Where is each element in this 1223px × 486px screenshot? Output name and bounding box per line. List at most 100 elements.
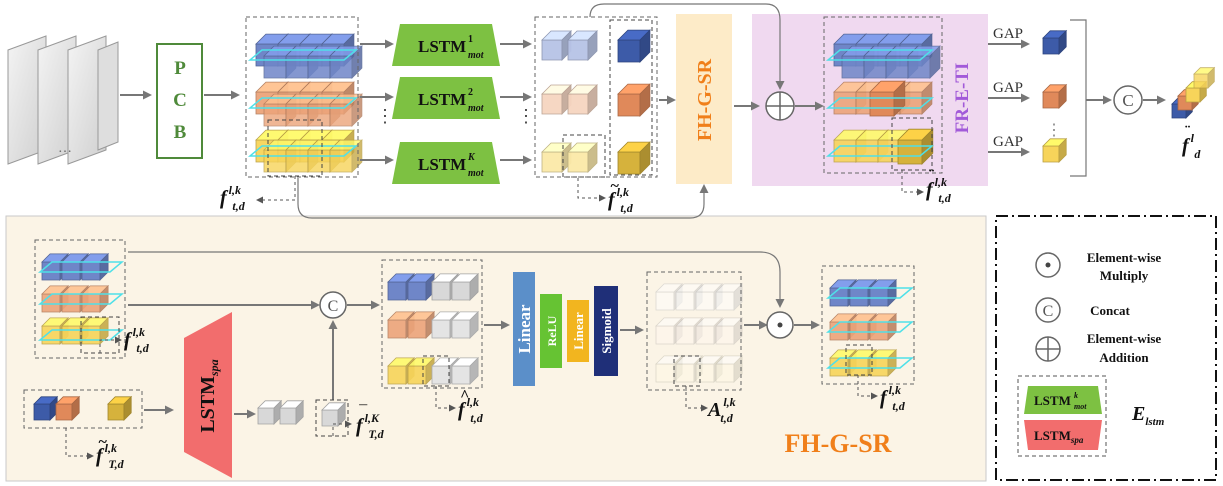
fhgsr-detail-panel: [5, 215, 987, 482]
svg-text:fl,k: fl,k: [880, 383, 901, 409]
gap-label-3: GAP: [993, 134, 1023, 150]
feature-plane: [825, 287, 915, 299]
legend-lstm-spa: LSTMspa: [1024, 420, 1102, 450]
cube-row-b2-yellow: [387, 356, 436, 385]
input-frames: …: [7, 35, 119, 165]
svg-text:1: 1: [468, 34, 473, 45]
gate-relu: ReLU: [540, 294, 562, 368]
svg-text:t,d: t,d: [470, 411, 483, 425]
concat-op-top: C: [1113, 85, 1143, 115]
svg-text:t,d: t,d: [892, 399, 905, 413]
svg-text:fl,k: fl,k: [458, 395, 479, 421]
svg-text:fl,k: fl,k: [220, 183, 241, 209]
svg-text:^: ^: [460, 387, 469, 404]
legend-multiply: Element-wise Multiply: [1035, 250, 1161, 283]
svg-text:Concat: Concat: [1090, 303, 1130, 318]
cube-row-out-yellow: [829, 348, 898, 377]
svg-text:t,d: t,d: [720, 411, 733, 425]
feature-plane: [825, 49, 935, 61]
cube-row-b2-blue: [387, 272, 436, 301]
lstm-mot-1: LSTM 1 mot: [392, 24, 500, 66]
svg-text:~: ~: [610, 177, 619, 194]
lstm-spa-block: LSTMspa: [184, 312, 232, 478]
legend-lstm-mot: LSTM k mot: [1024, 386, 1102, 414]
svg-text:T,d: T,d: [368, 427, 384, 441]
gate-linear-1: Linear: [513, 272, 535, 386]
cube-row-out-blue: [829, 278, 898, 307]
fh-g-sr-label: FH-G-SR: [694, 58, 716, 141]
svg-text:K: K: [467, 152, 476, 163]
cube-row-orange-b1: [41, 284, 110, 313]
gap-label-2: GAP: [993, 80, 1023, 96]
svg-text:mot: mot: [1074, 402, 1087, 411]
pcb-letter-p: P: [174, 58, 186, 79]
cube-row-out-orange: [829, 312, 898, 341]
svg-text:fl,k: fl,k: [926, 175, 947, 201]
cube-row-orange-2: [541, 84, 598, 115]
svg-text:LSTM: LSTM: [418, 90, 466, 109]
svg-text:t,d: t,d: [620, 201, 633, 215]
cube-row-blue-1b: [263, 45, 363, 79]
feature-plane: [247, 97, 359, 109]
svg-text:mot: mot: [468, 103, 485, 114]
cube-row-att-2: [655, 316, 744, 345]
cube-row-orange-1b: [263, 93, 363, 127]
lstm-mot-k: LSTM K mot: [392, 142, 500, 184]
cube-row-blue-3b: [841, 45, 941, 79]
svg-text:C: C: [1122, 91, 1133, 110]
cube-row-b2-grey: [431, 272, 480, 301]
cube-row-att-1: [655, 282, 744, 311]
multiply-op: [766, 311, 794, 339]
svg-text:Al,k: Al,k: [706, 395, 736, 421]
svg-text:¨: ¨: [1184, 123, 1190, 140]
svg-text:fl,K: fl,K: [356, 411, 380, 437]
svg-text:mot: mot: [468, 168, 485, 179]
feature-plane: [37, 329, 125, 341]
cube-row-blue-2: [541, 30, 598, 61]
svg-text:Linear: Linear: [571, 312, 586, 350]
cube-row-att-3: [655, 354, 744, 383]
svg-text:ReLU: ReLU: [545, 315, 559, 346]
cube-row-blue-b1: [41, 252, 110, 281]
svg-text:fl,k: fl,k: [608, 185, 629, 211]
svg-text:t,d: t,d: [232, 199, 245, 213]
svg-text:¯: ¯: [358, 403, 368, 420]
feature-plane: [37, 293, 125, 305]
svg-text:LSTM: LSTM: [418, 155, 466, 174]
cube-row-b2-grey2: [431, 310, 480, 339]
svg-text:⋮: ⋮: [376, 106, 394, 126]
legend-e-lstm: Elstm: [1131, 403, 1165, 428]
svg-text:C: C: [1043, 303, 1054, 320]
feature-plane: [825, 357, 915, 369]
svg-text:LSTM: LSTM: [1034, 393, 1071, 408]
gap-label-1: GAP: [993, 26, 1023, 42]
addition-op: [765, 91, 795, 121]
concat-op-bottom: C: [319, 291, 347, 319]
svg-text:Element-wise: Element-wise: [1087, 331, 1162, 346]
svg-text:t,d: t,d: [938, 191, 951, 205]
svg-text:LSTMspa: LSTMspa: [1034, 428, 1084, 445]
svg-text:LSTM: LSTM: [418, 37, 466, 56]
cube-row-b2-grey3: [431, 356, 480, 385]
feature-plane: [247, 49, 359, 61]
svg-text:2: 2: [468, 87, 473, 98]
pcb-letter-b: B: [174, 122, 187, 143]
svg-text:Addition: Addition: [1099, 350, 1149, 365]
lstm-mot-2: LSTM 2 mot: [392, 77, 500, 119]
legend-addition: Element-wise Addition: [1035, 331, 1162, 365]
svg-text:Sigmoid: Sigmoid: [599, 307, 614, 353]
svg-text:fl,k: fl,k: [96, 441, 117, 467]
svg-text:Multiply: Multiply: [1100, 268, 1149, 283]
svg-text:Linear: Linear: [515, 304, 534, 354]
fhgsr-panel-title: FH-G-SR: [785, 429, 892, 458]
feature-plane: [825, 145, 935, 157]
